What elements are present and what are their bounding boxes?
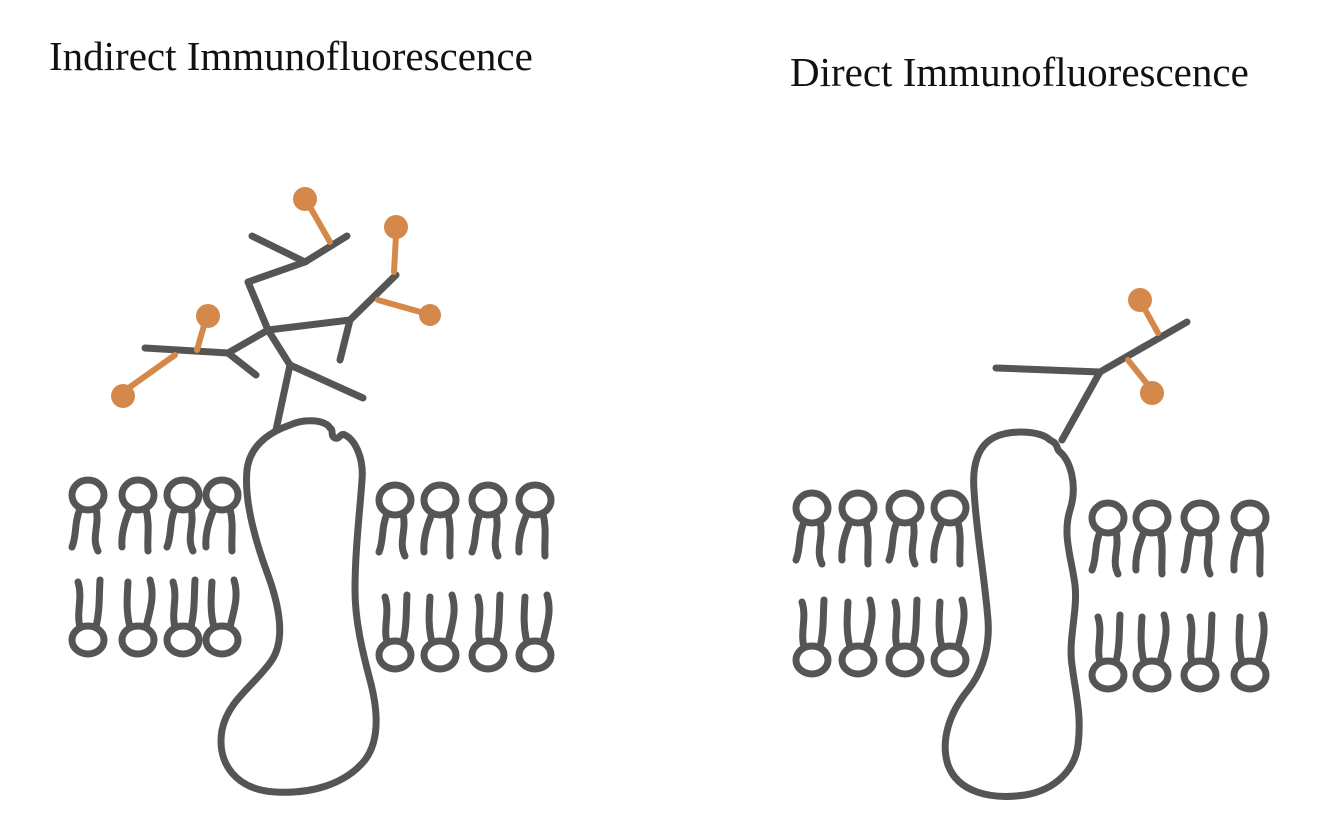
- phospholipid-upper: [1180, 499, 1220, 578]
- phospholipid-upper: [930, 489, 970, 568]
- phospholipid-upper: [118, 476, 158, 555]
- phospholipid-bilayer-icon: [792, 489, 970, 678]
- direct-panel: [792, 288, 1270, 800]
- phospholipid-lower: [515, 591, 555, 673]
- direct-antibody-icon: [992, 318, 1191, 444]
- phospholipid-lower: [930, 596, 970, 678]
- fluorophore-icon: [1125, 288, 1164, 405]
- secondary-antibody-icon: [141, 232, 400, 379]
- phospholipid-upper: [515, 481, 555, 560]
- phospholipid-upper: [1230, 499, 1270, 578]
- indirect-panel-title: Indirect Immunofluorescence: [49, 33, 533, 79]
- phospholipid-upper: [792, 489, 832, 568]
- phospholipid-upper: [1088, 499, 1128, 578]
- phospholipid-lower: [792, 596, 832, 678]
- phospholipid-lower: [118, 576, 158, 658]
- phospholipid-lower: [885, 596, 925, 678]
- phospholipid-lower: [68, 576, 108, 658]
- phospholipid-lower: [1230, 611, 1270, 693]
- phospholipid-lower: [420, 591, 460, 673]
- phospholipid-lower: [1088, 611, 1128, 693]
- phospholipid-upper: [468, 481, 508, 560]
- phospholipid-upper: [163, 476, 203, 555]
- phospholipid-upper: [375, 481, 415, 560]
- phospholipid-bilayer-icon: [375, 481, 555, 673]
- phospholipid-upper: [838, 489, 878, 568]
- phospholipid-upper: [1132, 499, 1172, 578]
- phospholipid-bilayer-icon: [68, 476, 242, 658]
- indirect-panel: [68, 187, 555, 796]
- direct-panel-title: Direct Immunofluorescence: [790, 49, 1249, 95]
- membrane-protein-icon: [941, 428, 1083, 800]
- membrane-protein-icon: [217, 417, 380, 796]
- phospholipid-lower: [1180, 611, 1220, 693]
- phospholipid-lower: [468, 591, 508, 673]
- phospholipid-lower: [375, 591, 415, 673]
- phospholipid-lower: [163, 576, 203, 658]
- fluorophore-icon: [111, 187, 441, 408]
- phospholipid-lower: [202, 576, 242, 658]
- phospholipid-lower: [838, 596, 878, 678]
- phospholipid-upper: [202, 476, 242, 555]
- phospholipid-upper: [68, 476, 108, 555]
- phospholipid-upper: [885, 489, 925, 568]
- phospholipid-lower: [1132, 611, 1172, 693]
- phospholipid-bilayer-icon: [1088, 499, 1270, 693]
- phospholipid-upper: [420, 481, 460, 560]
